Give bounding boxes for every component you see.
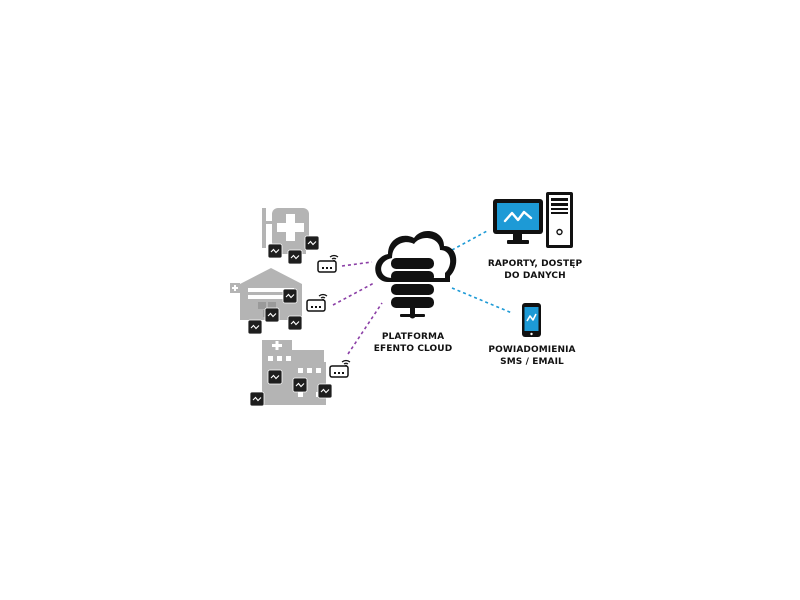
- reports-label-line1: RAPORTY, DOSTĘP: [487, 259, 583, 269]
- wifi-gateway-icon: [317, 254, 339, 273]
- sensor-icon: [287, 249, 303, 265]
- link-clinic-cloud: [341, 261, 373, 267]
- sensor-icon: [264, 307, 280, 323]
- wifi-gateway-icon: [329, 359, 351, 378]
- sensor-icon: [267, 369, 283, 385]
- sensor-icon: [267, 243, 283, 259]
- sensor-icon: [287, 315, 303, 331]
- gateways: [306, 254, 351, 378]
- sensor-icon: [282, 288, 298, 304]
- sensors: [247, 235, 333, 407]
- link-warehouse-cloud: [332, 282, 375, 306]
- sensor-icon: [317, 383, 333, 399]
- reports-label: RAPORTY, DOSTĘP DO DANYCH: [470, 258, 600, 282]
- link-cloud-notifications: [451, 287, 513, 314]
- reports-label-line2: DO DANYCH: [504, 271, 566, 281]
- sensor-icon: [247, 319, 263, 335]
- platform-label: PLATFORMA EFENTO CLOUD: [360, 331, 466, 355]
- sensor-icon: [249, 391, 265, 407]
- sensor-icon: [292, 377, 308, 393]
- notifications-label: POWIADOMIENIA SMS / EMAIL: [480, 344, 584, 368]
- link-cloud-reports: [451, 230, 488, 251]
- pc-tower-icon: [546, 192, 573, 248]
- platform-label-line1: PLATFORMA: [381, 332, 445, 342]
- sensor-icon: [304, 235, 320, 251]
- wifi-gateway-icon: [306, 293, 328, 312]
- notifications-label-line1: POWIADOMIENIA: [488, 345, 576, 355]
- connection-links: [332, 230, 513, 355]
- smartphone-icon: [522, 303, 541, 337]
- cloud-server-icon: [375, 231, 457, 319]
- link-hospital-cloud: [347, 302, 383, 355]
- notifications-label-line2: SMS / EMAIL: [500, 357, 564, 367]
- monitor-icon: [493, 199, 543, 244]
- platform-label-line2: EFENTO CLOUD: [373, 344, 453, 354]
